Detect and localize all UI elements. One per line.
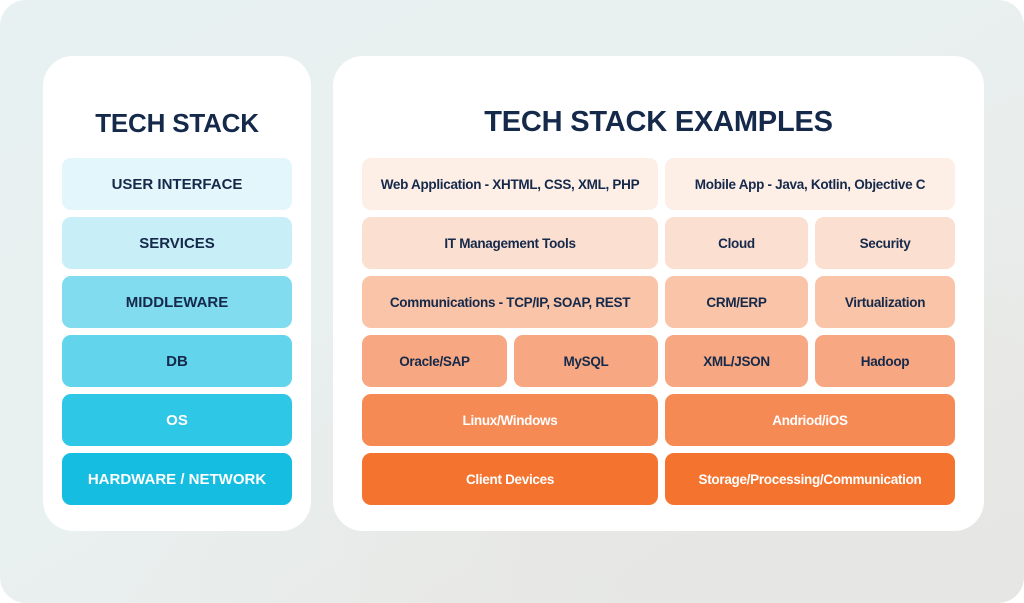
tech-stack-example-communications-tcp-ip-soap-rest[interactable]: Communications - TCP/IP, SOAP, REST bbox=[362, 276, 658, 328]
tech-stack-layer-row: OS bbox=[62, 394, 292, 446]
tech-stack-layer-list: USER INTERFACE SERVICES MIDDLEWARE DB OS HARD… bbox=[62, 158, 292, 505]
tech-stack-example-mysql[interactable]: MySQL bbox=[514, 335, 658, 387]
tech-stack-layer-row: SERVICES bbox=[62, 217, 292, 269]
tech-stack-layer-row: DB bbox=[62, 335, 292, 387]
tech-stack-example-mobile-app-java-kotlin-objective-c[interactable]: Mobile App - Java, Kotlin, Objective C bbox=[665, 158, 955, 210]
tech-stack-layer-user-interface[interactable]: USER INTERFACE bbox=[62, 158, 292, 210]
tech-stack-example-xml-json[interactable]: XML/JSON bbox=[665, 335, 808, 387]
page-title-tech-stack-examples: TECH STACK EXAMPLES bbox=[484, 106, 833, 138]
page-title-tech-stack: TECH STACK bbox=[95, 108, 259, 138]
tech-stack-layer-row: HARDWARE / NETWORK bbox=[62, 453, 292, 505]
tech-stack-layer-row: USER INTERFACE bbox=[62, 158, 292, 210]
tech-stack-example-client-devices[interactable]: Client Devices bbox=[362, 453, 658, 505]
tech-stack-layer-os[interactable]: OS bbox=[62, 394, 292, 446]
tech-stack-layer-middleware[interactable]: MIDDLEWARE bbox=[62, 276, 292, 328]
tech-stack-example-oracle-sap[interactable]: Oracle/SAP bbox=[362, 335, 507, 387]
tech-stack-example-crm-erp[interactable]: CRM/ERP bbox=[665, 276, 808, 328]
tech-stack-layer-hardware-network[interactable]: HARDWARE / NETWORK bbox=[62, 453, 292, 505]
tech-stack-example-it-management-tools[interactable]: IT Management Tools bbox=[362, 217, 658, 269]
tech-stack-example-linux-windows[interactable]: Linux/Windows bbox=[362, 394, 658, 446]
tech-stack-example-cloud[interactable]: Cloud bbox=[665, 217, 808, 269]
tech-stack-example-hadoop[interactable]: Hadoop bbox=[815, 335, 955, 387]
tech-stack-example-security[interactable]: Security bbox=[815, 217, 955, 269]
tech-stack-example-web-application-xhtml-css-xml-php[interactable]: Web Application - XHTML, CSS, XML, PHP bbox=[362, 158, 658, 210]
tech-stack-layer-services[interactable]: SERVICES bbox=[62, 217, 292, 269]
tech-stack-example-storage-processing-communication[interactable]: Storage/Processing/Communication bbox=[665, 453, 955, 505]
tech-stack-example-virtualization[interactable]: Virtualization bbox=[815, 276, 955, 328]
tech-stack-layer-db[interactable]: DB bbox=[62, 335, 292, 387]
tech-stack-layer-row: MIDDLEWARE bbox=[62, 276, 292, 328]
tech-stack-example-andriod-ios[interactable]: Andriod/iOS bbox=[665, 394, 955, 446]
